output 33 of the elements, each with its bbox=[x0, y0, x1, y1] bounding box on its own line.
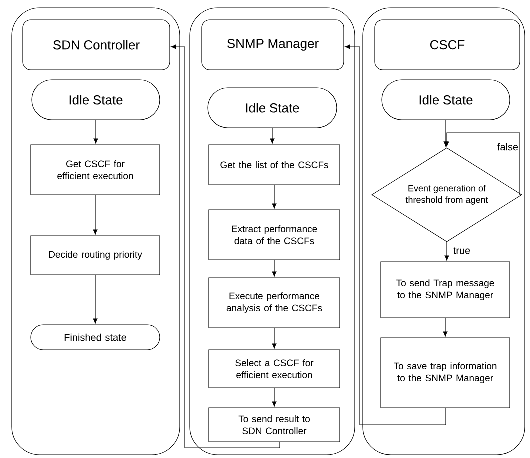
process-box: Select a CSCF for efficient execution bbox=[208, 350, 340, 388]
arrow bbox=[272, 185, 277, 209]
process-box: Get CSCF for efficient execution bbox=[30, 144, 160, 196]
arrow bbox=[94, 120, 98, 144]
header-box: SNMP Manager bbox=[202, 20, 344, 70]
arrow bbox=[93, 275, 98, 324]
edge-label: true bbox=[452, 247, 472, 255]
process-box: Decide routing priority bbox=[30, 236, 160, 276]
lane bbox=[362, 8, 526, 456]
arrow bbox=[444, 132, 523, 196]
process-box: Extract performance data of the CSCFs bbox=[208, 210, 340, 260]
terminator: Idle State bbox=[208, 88, 338, 128]
process-box: To send result to SDN Controller bbox=[208, 408, 340, 442]
arrow bbox=[443, 318, 448, 337]
header-box: CSCF bbox=[374, 20, 520, 70]
process-box: To send Trap message to the SNMP Manager bbox=[380, 262, 510, 318]
arrow bbox=[272, 260, 277, 277]
arrow bbox=[270, 128, 275, 144]
arrow bbox=[171, 44, 280, 448]
process-box: To save trap information to the SNMP Manager bbox=[380, 338, 510, 408]
arrow bbox=[345, 44, 446, 426]
process-box: Execute performance analysis of the CSCFs bbox=[208, 278, 340, 328]
arrow bbox=[444, 242, 450, 261]
lane bbox=[190, 8, 356, 456]
lane bbox=[12, 8, 180, 456]
arrow bbox=[93, 195, 98, 235]
terminator: Idle State bbox=[382, 80, 510, 120]
terminator: Idle State bbox=[32, 80, 160, 120]
arrow bbox=[272, 328, 277, 349]
process-box: Get the list of the CSCFs bbox=[208, 144, 340, 186]
header-box: SDN Controller bbox=[22, 20, 170, 70]
terminator: Finished state bbox=[30, 324, 160, 350]
arrow bbox=[272, 388, 277, 407]
